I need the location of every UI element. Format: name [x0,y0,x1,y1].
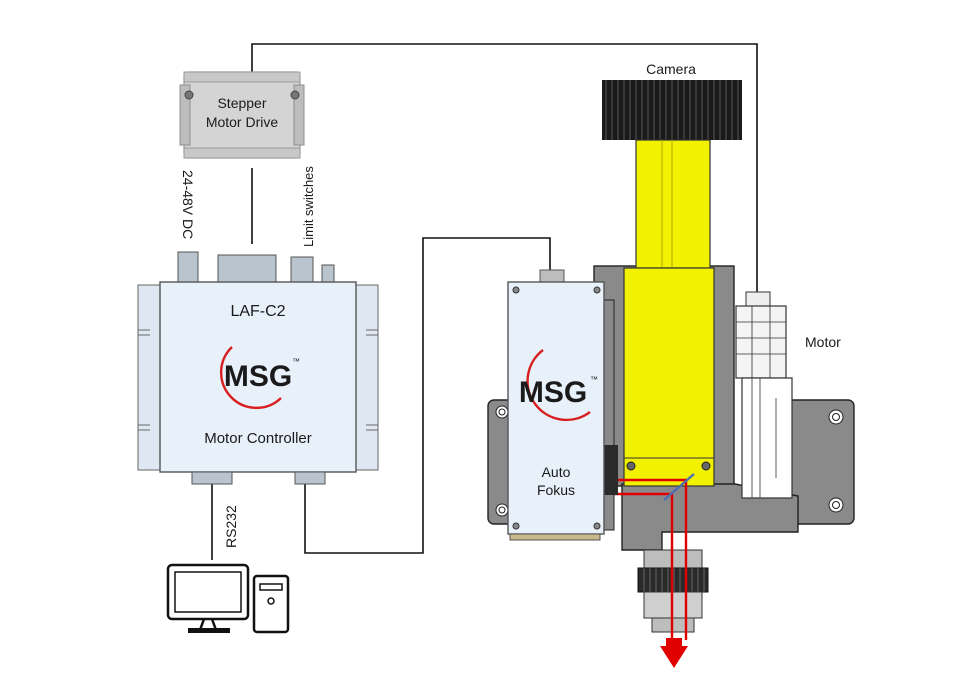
camera-label: Camera [646,61,696,77]
stepper-label-line1: Stepper [217,95,266,111]
motor [735,291,793,499]
msg-logo: MSG ™ [519,349,598,422]
autofocus-label-line2: Fokus [537,482,575,498]
logo-trademark: ™ [590,375,598,384]
camera [602,80,742,140]
autofocus-connector [294,471,326,485]
rs232-label: RS232 [223,505,239,548]
screw-icon [290,90,300,100]
wire-stepper-to-motor [251,43,758,298]
laser-arrow-icon [660,646,688,668]
beam-splitter [663,473,695,501]
yellow-housing [623,267,715,487]
motor-controller: LAF-C2 MSG ™ Motor Controller [137,251,379,485]
logo-trademark: ™ [292,357,300,366]
wire-controller-to-autofocus [304,237,551,554]
camera-tube [635,139,711,269]
optics-assembly: Camera Motor [487,61,855,668]
computer-icon [166,563,290,634]
msg-logo: MSG ™ [219,346,300,410]
motor-label: Motor [805,334,841,350]
connection-wires [211,43,758,560]
autofocus-label-line1: Auto [542,464,571,480]
logo-text: MSG [519,376,587,409]
limit-switches-label: Limit switches [301,166,316,247]
controller-name: Motor Controller [204,430,312,447]
stepper-connector [217,254,277,283]
power-connector [177,251,199,283]
dc-power-label: 24-48V DC [180,170,196,239]
limit-switch-connector [290,256,314,283]
rs232-connector [191,471,233,485]
controller-model: LAF-C2 [230,303,285,320]
stepper-motor-drive: Stepper Motor Drive [179,71,305,159]
screw-icon [184,90,194,100]
stepper-label-line2: Motor Drive [206,114,279,130]
logo-text: MSG [224,360,292,393]
autofocus-module: MSG ™ Auto Fokus [507,269,618,541]
aux-connector [321,264,335,283]
